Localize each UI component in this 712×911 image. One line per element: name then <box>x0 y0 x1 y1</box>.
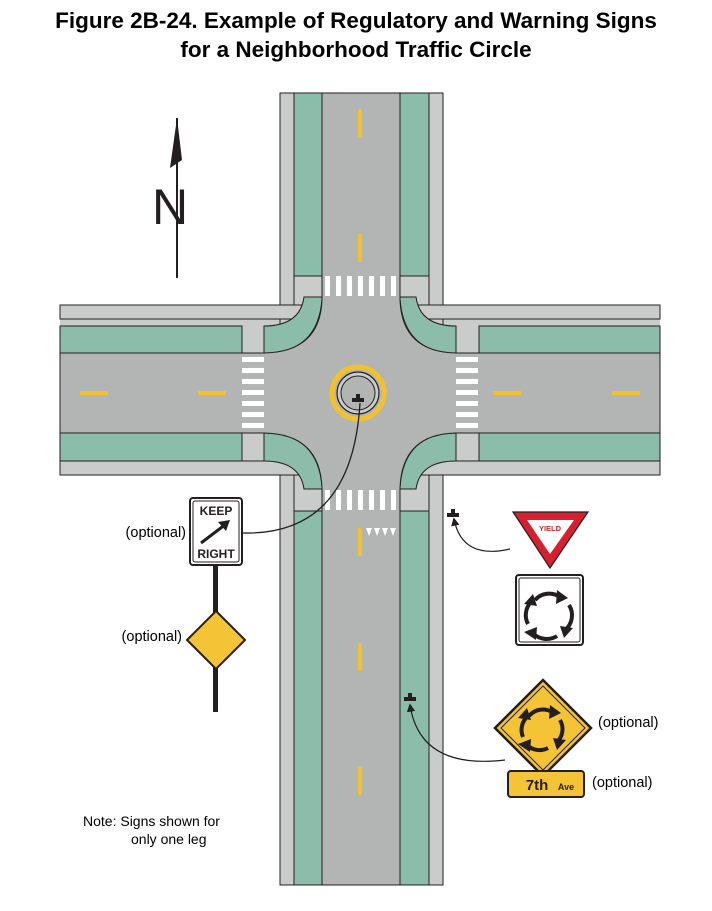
roundabout-warning-sign <box>493 678 593 778</box>
keep-right-leader-line <box>241 402 361 534</box>
keep-right-sign-assembly: KEEP RIGHT (optional) (optional) <box>122 402 361 712</box>
yield-sign-assembly: YIELD <box>447 509 590 646</box>
crosswalk-east <box>456 357 478 428</box>
warning-sign-assembly: (optional) 7th Ave (optional) <box>404 678 658 798</box>
pavement <box>59 92 661 886</box>
north-letter: N <box>152 179 188 235</box>
note-line-2: only one leg <box>131 831 207 847</box>
figure-title-line-1: Figure 2B-24. Example of Regulatory and … <box>55 8 657 33</box>
warning-sign-post-marker <box>404 697 416 701</box>
warning-leader-line <box>406 703 506 762</box>
figure-title-line-2: for a Neighborhood Traffic Circle <box>180 37 532 62</box>
planting-strip-sw-vertical <box>293 510 323 886</box>
yield-leader-line <box>451 517 511 552</box>
yield-line-markings <box>366 528 396 536</box>
center-line-markings <box>80 109 640 795</box>
north-arrow-head-icon <box>170 118 182 168</box>
street-name-plaque <box>507 770 585 798</box>
roadway <box>59 92 661 886</box>
keep-right-optional-label: (optional) <box>126 525 186 541</box>
central-island <box>329 364 387 422</box>
planting-strip-sw-horizontal <box>59 432 243 462</box>
yield-text: YIELD <box>539 524 562 533</box>
planting-strip-ne-vertical <box>399 92 430 277</box>
yield-sign-post-marker <box>447 513 459 517</box>
planting-strip-ne-horizontal <box>478 325 661 354</box>
keep-right-arrow-icon <box>200 522 227 545</box>
planting-strip-se-horizontal <box>478 432 661 462</box>
note-line-1: Note: Signs shown for <box>83 813 220 829</box>
note: Note: Signs shown for only one leg <box>83 813 220 847</box>
crosswalk-north <box>325 276 396 296</box>
planting-strip-nw-vertical <box>293 92 323 277</box>
street-plaque-optional-label: (optional) <box>592 775 652 791</box>
crosswalk-west <box>242 357 264 428</box>
warning-diamond-sign <box>185 609 247 671</box>
roundabout-warning-optional-label: (optional) <box>598 715 658 731</box>
planting-strip-nw-horizontal <box>59 325 243 354</box>
north-arrow: N <box>152 118 188 278</box>
street-plaque-suffix: Ave <box>558 782 574 792</box>
figure-title: Figure 2B-24. Example of Regulatory and … <box>0 6 712 64</box>
keep-right-line-1: KEEP <box>200 504 233 518</box>
street-plaque-number: 7th <box>526 777 549 794</box>
keep-right-line-2: RIGHT <box>197 547 235 561</box>
warning-diamond-optional-label: (optional) <box>122 629 182 645</box>
island-sign-post-marker <box>352 398 364 402</box>
